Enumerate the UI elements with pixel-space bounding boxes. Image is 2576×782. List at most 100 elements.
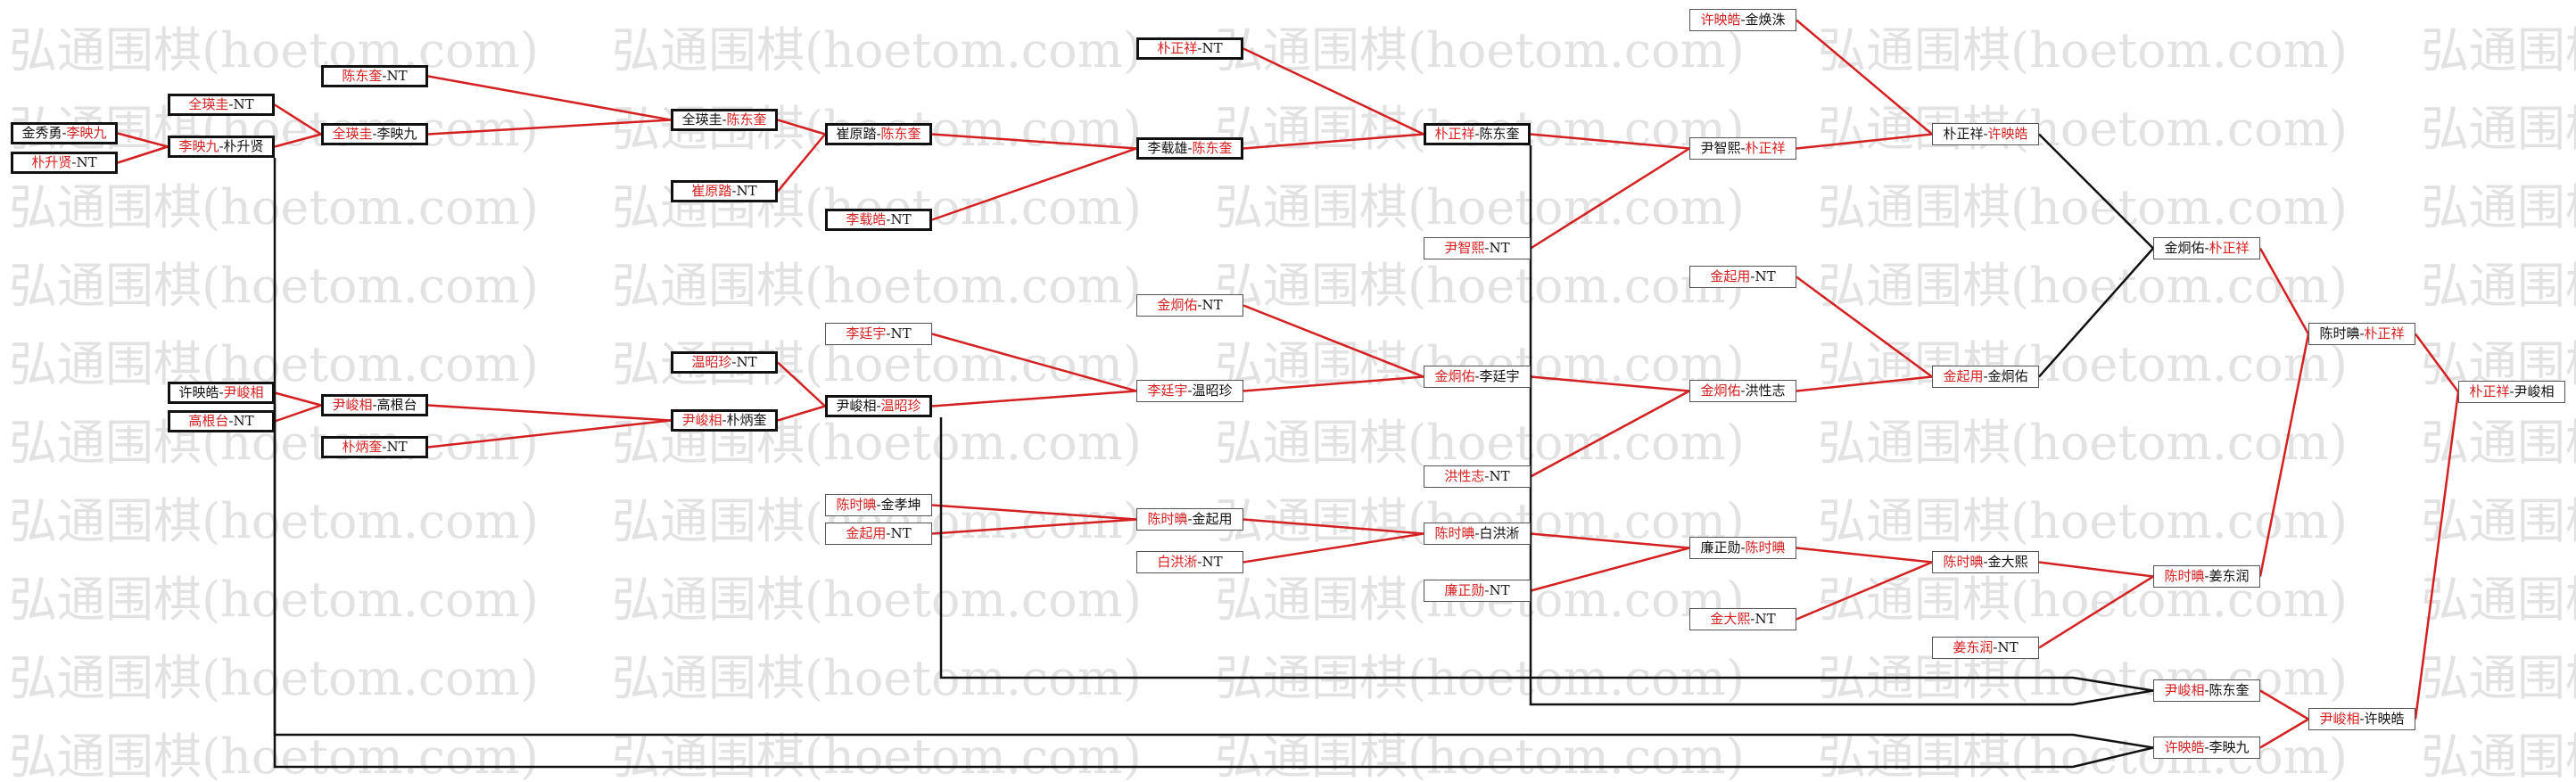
match-r2-c[interactable]: 尹峻相-高根台 xyxy=(321,394,428,416)
winner-path xyxy=(777,361,826,407)
player-name: 尹峻相 xyxy=(223,384,264,400)
match-r2-b[interactable]: 李映九-朴升贤 xyxy=(168,136,275,158)
match-r9-a[interactable]: 金炯佑-朴正祥 xyxy=(2153,237,2260,259)
match-r7-b[interactable]: 尹智熙-朴正祥 xyxy=(1689,137,1796,160)
player-name: 陈东奎 xyxy=(1192,140,1233,156)
match-separator: - xyxy=(219,138,224,154)
player-name: 金焕洙 xyxy=(1745,12,1786,28)
match-r4-c[interactable]: 李载皓-NT xyxy=(825,209,932,231)
match-r4-a[interactable]: 全瑛圭-陈东奎 xyxy=(671,109,778,131)
winner-path xyxy=(1530,147,1690,250)
winner-path xyxy=(777,119,826,136)
winner-path xyxy=(274,391,322,407)
match-r6-c[interactable]: 金炯佑-李廷宇 xyxy=(1424,366,1531,388)
winner-path xyxy=(2258,247,2310,335)
match-separator: - xyxy=(886,211,891,227)
match-separator: - xyxy=(731,354,737,370)
player-name: 高根台 xyxy=(376,397,417,413)
winner-path xyxy=(1243,532,1424,564)
match-r5-b[interactable]: 李载雄-陈东奎 xyxy=(1136,137,1243,160)
player-name: 许映皓 xyxy=(2164,739,2205,755)
winner-path xyxy=(1530,547,1690,592)
player-name: NT xyxy=(233,96,254,112)
match-r6-d[interactable]: 洪性志-NT xyxy=(1424,465,1531,488)
match-r4-e[interactable]: 尹峻相-温昭珍 xyxy=(825,395,932,417)
match-r5-a[interactable]: 朴正祥-NT xyxy=(1136,37,1243,60)
match-r5-e[interactable]: 陈时晪-金起用 xyxy=(1136,508,1243,531)
winner-path xyxy=(1796,561,1933,621)
match-r8-b[interactable]: 金起用-金炯佑 xyxy=(1932,366,2039,388)
match-r3-c[interactable]: 崔原踏-NT xyxy=(671,180,778,202)
player-name: NT xyxy=(386,439,408,455)
match-r8-c[interactable]: 陈时晪-金大熙 xyxy=(1932,551,2039,573)
match-r4-b[interactable]: 崔原踏-陈东奎 xyxy=(825,123,932,145)
loser-path xyxy=(939,417,2154,692)
match-r1-top-bye[interactable]: 朴升贤-NT xyxy=(11,152,118,174)
player-name: 白洪淅 xyxy=(1479,525,1520,541)
winner-path xyxy=(1796,276,1933,378)
match-r3-e[interactable]: 尹峻相-朴炳奎 xyxy=(671,409,778,432)
match-r5-f[interactable]: 白洪淅-NT xyxy=(1136,551,1243,573)
winner-path xyxy=(2414,391,2460,720)
match-r6-e[interactable]: 陈时晪-白洪淅 xyxy=(1424,523,1531,545)
player-name: 尹峻相 xyxy=(2514,383,2555,399)
match-separator: - xyxy=(1983,368,1988,384)
match-r1-bottom[interactable]: 许映皓-尹峻相 xyxy=(168,382,275,404)
match-r9-b[interactable]: 陈时晪-姜东润 xyxy=(2153,565,2260,588)
player-name: 温昭珍 xyxy=(691,354,732,370)
player-name: 朴炳奎 xyxy=(342,439,383,455)
match-separator: - xyxy=(731,183,737,199)
winner-path xyxy=(931,333,1137,392)
match-r8-a[interactable]: 朴正祥-许映皓 xyxy=(1932,123,2039,145)
player-name: 廉正勋 xyxy=(1444,582,1485,598)
match-r8-d[interactable]: 姜东润-NT xyxy=(1932,637,2039,659)
match-r7-d[interactable]: 金炯佑-洪性志 xyxy=(1689,380,1796,402)
match-r2-a[interactable]: 全瑛圭-NT xyxy=(168,94,275,116)
winner-path xyxy=(1530,133,1690,150)
winner-path xyxy=(1796,547,1933,564)
match-final[interactable]: 朴正祥-尹峻相 xyxy=(2458,381,2565,403)
winner-path xyxy=(777,405,826,422)
match-separator: - xyxy=(1197,40,1202,56)
loser-path xyxy=(2038,247,2154,378)
winner-path xyxy=(2414,333,2460,393)
match-r7-a[interactable]: 许映皓-金焕洙 xyxy=(1689,9,1796,31)
match-separator: - xyxy=(876,398,881,414)
player-name: 姜东润 xyxy=(1953,639,1994,655)
player-name: 尹峻相 xyxy=(836,398,877,414)
match-r10-b[interactable]: 尹峻相-许映皓 xyxy=(2308,708,2415,730)
match-r3-d[interactable]: 温昭珍-NT xyxy=(671,351,778,374)
match-r5-c[interactable]: 金炯佑-NT xyxy=(1136,294,1243,317)
match-r6-a[interactable]: 朴正祥-陈东奎 xyxy=(1424,123,1531,145)
winner-path xyxy=(1530,532,1690,549)
match-r9-d[interactable]: 许映皓-李映九 xyxy=(2153,737,2260,759)
player-name: 李映九 xyxy=(66,125,107,141)
match-r4-f[interactable]: 陈时晪-金孝坤 xyxy=(825,494,932,516)
match-separator: - xyxy=(2204,240,2209,256)
match-separator: - xyxy=(2204,739,2209,755)
player-name: 陈时晪 xyxy=(836,497,877,513)
player-name: NT xyxy=(890,325,912,342)
match-r4-d[interactable]: 李廷宇-NT xyxy=(825,323,932,345)
match-r7-c[interactable]: 金起用-NT xyxy=(1689,266,1796,288)
match-r9-c[interactable]: 尹峻相-陈东奎 xyxy=(2153,679,2260,702)
match-separator: - xyxy=(382,439,387,455)
match-r1-top[interactable]: 金秀勇-李映九 xyxy=(11,122,118,144)
match-r5-d[interactable]: 李廷宇-温昭珍 xyxy=(1136,380,1243,402)
player-name: 崔原踏 xyxy=(836,126,877,142)
match-r3-a[interactable]: 陈东奎-NT xyxy=(321,65,428,87)
match-r6-f[interactable]: 廉正勋-NT xyxy=(1424,580,1531,602)
match-r3-b[interactable]: 全瑛圭-李映九 xyxy=(321,123,428,145)
match-separator: - xyxy=(1197,297,1202,313)
player-name: 高根台 xyxy=(188,413,229,429)
match-r2-d[interactable]: 朴炳奎-NT xyxy=(321,436,428,458)
match-r1-bottom-bye[interactable]: 高根台-NT xyxy=(168,410,275,432)
match-r6-b[interactable]: 尹智熙-NT xyxy=(1424,237,1531,259)
winner-path xyxy=(117,132,169,148)
player-name: NT xyxy=(1754,611,1776,627)
match-r4-g[interactable]: 金起用-NT xyxy=(825,523,932,545)
match-r7-f[interactable]: 金大熙-NT xyxy=(1689,608,1796,630)
match-r7-e[interactable]: 廉正勋-陈时晪 xyxy=(1689,537,1796,559)
match-r10-a[interactable]: 陈时晪-朴正祥 xyxy=(2308,323,2415,345)
player-name: NT xyxy=(890,211,912,227)
